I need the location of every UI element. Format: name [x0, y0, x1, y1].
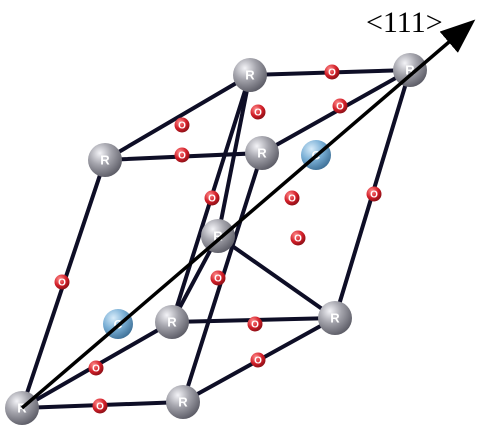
r-atom: R: [201, 219, 235, 253]
atom-label: R: [405, 63, 415, 78]
atom-label: O: [328, 68, 336, 79]
atom-label: R: [213, 229, 223, 244]
atom-label: O: [370, 190, 378, 201]
atom-label: O: [214, 274, 222, 285]
atom-label: O: [288, 194, 296, 205]
oxygen-atom: O: [250, 104, 266, 120]
oxygen-atom: O: [284, 190, 300, 206]
oxygen-atom: O: [88, 360, 104, 376]
oxygen-atom: O: [332, 98, 348, 114]
r-atom: R: [393, 53, 427, 87]
r-atom: R: [233, 58, 267, 92]
r-atom: R: [245, 136, 279, 170]
bond-line: [216, 73, 252, 238]
atom-label: R: [178, 395, 188, 410]
atom-label: O: [92, 364, 100, 375]
oxygen-atom: O: [324, 64, 340, 80]
direction-label: <111>: [366, 6, 443, 39]
r-atom: R: [155, 305, 189, 339]
oxygen-atom: O: [174, 117, 190, 133]
atom-label: O: [178, 151, 186, 162]
bond-line: [103, 73, 252, 162]
atoms-layer: CCOOOOOOOOOOOOOOORRRRRRRRR: [5, 53, 427, 425]
atom-label: O: [178, 121, 186, 132]
atom-label: O: [254, 108, 262, 119]
oxygen-atom: O: [54, 274, 70, 290]
oxygen-atom: O: [204, 190, 220, 206]
atom-label: O: [254, 356, 262, 367]
atom-label: R: [167, 315, 177, 330]
atom-label: O: [294, 234, 302, 245]
atom-label: O: [58, 278, 66, 289]
oxygen-atom: O: [247, 316, 263, 332]
direction-arrow: [20, 19, 476, 410]
oxygen-atom: O: [210, 270, 226, 286]
bond-line: [216, 234, 337, 320]
atom-label: O: [336, 102, 344, 113]
atom-label: O: [208, 194, 216, 205]
oxygen-atom: O: [366, 186, 382, 202]
oxygen-atom: O: [290, 230, 306, 246]
atom-label: R: [330, 311, 340, 326]
r-atom: R: [166, 385, 200, 419]
r-atom: R: [88, 143, 122, 177]
r-atom: R: [318, 301, 352, 335]
atom-label: R: [245, 68, 255, 83]
oxygen-atom: O: [250, 352, 266, 368]
atom-label: O: [251, 320, 259, 331]
atom-label: O: [96, 402, 104, 413]
atom-label: R: [100, 153, 110, 168]
oxygen-atom: O: [174, 147, 190, 163]
oxygen-atom: O: [92, 398, 108, 414]
atom-label: R: [257, 146, 267, 161]
